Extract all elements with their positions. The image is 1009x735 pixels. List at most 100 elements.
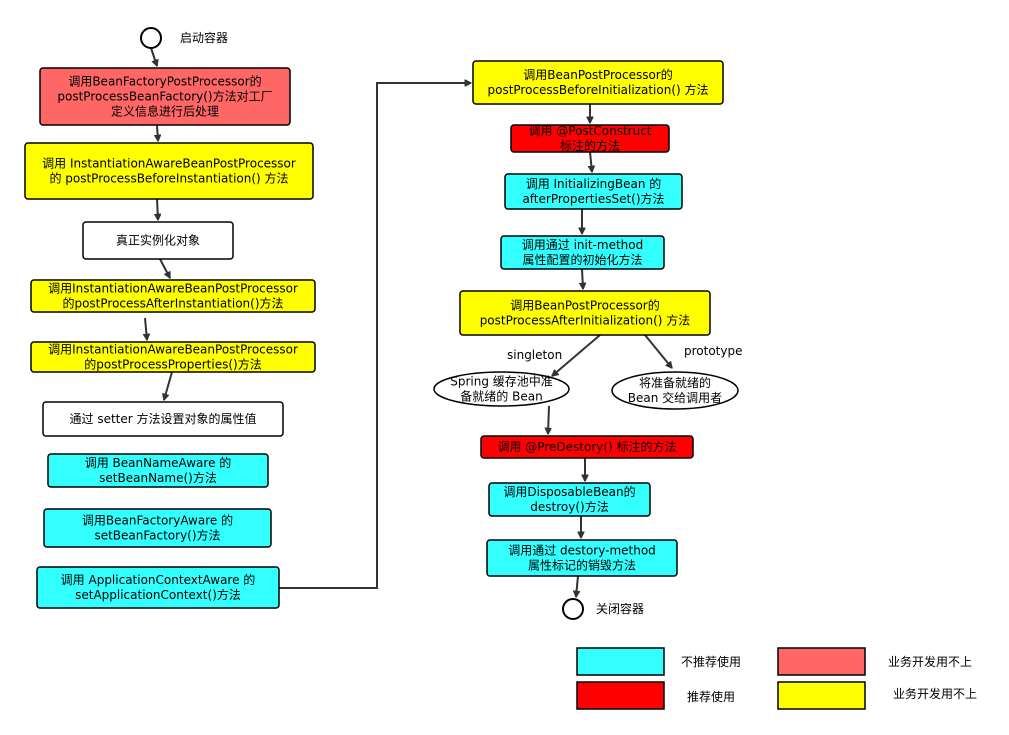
node-m7-shape xyxy=(488,482,651,517)
edge-label-prototype: prototype xyxy=(684,344,742,358)
node-m2-label-line: 调用 @PostConstruct xyxy=(528,124,651,138)
node-m2-label-line: 标注的方法 xyxy=(560,138,620,153)
legend-label: 不推荐使用 xyxy=(681,654,741,669)
edge-n2-to-n3 xyxy=(157,198,158,220)
node-n4-label-line: 的postProcessAfterInstantiation()方法 xyxy=(62,296,283,311)
node-e1-label-line: Spring 缓存池中准 xyxy=(450,374,553,389)
node-n6-shape xyxy=(42,401,284,437)
node-m7-label-line: destroy()方法 xyxy=(530,499,608,514)
node-n8-label-line: 调用BeanFactoryAware 的 xyxy=(82,513,233,528)
node-n4-label-line: 调用InstantiationAwareBeanPostProcessor xyxy=(48,282,298,296)
node-n4-shape xyxy=(30,279,316,313)
legend-item: 业务开发用不上 xyxy=(777,647,972,676)
edge-m8-to-end xyxy=(576,575,578,597)
node-m5-label-line: postProcessAfterInitialization() 方法 xyxy=(480,313,691,328)
node-m5-label-line: 调用BeanPostProcessor的 xyxy=(510,298,659,313)
node-m3-shape xyxy=(504,173,683,210)
node-n1: 调用BeanFactoryPostProcessor的postProcessBe… xyxy=(39,67,291,126)
node-n5-shape xyxy=(30,341,316,373)
node-n7-label-line: 调用 BeanNameAware 的 xyxy=(85,455,232,470)
node-m7-label-line: 调用DisposableBean的 xyxy=(503,484,635,499)
node-n3-shape xyxy=(82,221,234,260)
node-n9-shape xyxy=(36,566,280,609)
end-circle xyxy=(562,598,584,620)
node-n9: 调用 ApplicationContextAware 的setApplicati… xyxy=(36,566,280,609)
node-m6-shape xyxy=(480,435,694,459)
edge-m4-to-m5 xyxy=(582,268,583,289)
node-n2-label-line: 的 postProcessBeforeInstantiation() 方法 xyxy=(49,171,288,186)
edge-m5-to-e2 xyxy=(644,334,672,368)
edge-n4-to-n5 xyxy=(145,317,147,340)
node-n7-label-line: setBeanName()方法 xyxy=(99,470,217,485)
node-m5: 调用BeanPostProcessor的postProcessAfterInit… xyxy=(459,290,711,336)
start-circle xyxy=(140,27,162,49)
legend-label: 业务开发用不上 xyxy=(888,654,972,669)
node-n6: 通过 setter 方法设置对象的属性值 xyxy=(42,401,284,437)
legend-swatch xyxy=(777,681,866,710)
legend-item: 不推荐使用 xyxy=(576,647,741,676)
node-n2-label-line: 调用 InstantiationAwareBeanPostProcessor xyxy=(42,157,296,171)
node-m4-label-line: 调用通过 init-method xyxy=(522,238,643,252)
edge-n1-to-n2 xyxy=(157,124,158,141)
node-m6: 调用 @PreDestory() 标注的方法 xyxy=(480,435,694,459)
node-n1-shape xyxy=(39,67,291,126)
start-label: 启动容器 xyxy=(180,30,228,45)
end-label: 关闭容器 xyxy=(596,601,644,616)
node-e1-shape xyxy=(433,371,570,407)
node-n8-shape xyxy=(43,508,272,548)
node-n8-label-line: setBeanFactory()方法 xyxy=(94,528,220,543)
node-e2-label-line: 将准备就绪的 xyxy=(639,375,711,390)
edge-n9-to-m1 xyxy=(279,83,471,589)
node-n3: 真正实例化对象 xyxy=(82,221,234,260)
node-m1-label-line: postProcessBeforeInitialization() 方法 xyxy=(487,82,708,97)
node-m8-label-line: 调用通过 destory-method xyxy=(508,544,656,558)
node-e1-label-line: 备就绪的 Bean xyxy=(460,389,542,404)
legend-label: 推荐使用 xyxy=(687,689,735,704)
node-n3-label-line: 真正实例化对象 xyxy=(116,233,200,248)
nodes-layer: 调用BeanFactoryPostProcessor的postProcessBe… xyxy=(24,27,739,620)
edge-m5-to-e1 xyxy=(552,334,601,376)
node-m3: 调用 InitializingBean 的afterPropertiesSet(… xyxy=(504,173,683,210)
node-m1: 调用BeanPostProcessor的postProcessBeforeIni… xyxy=(472,60,724,105)
node-n7-shape xyxy=(47,453,269,488)
edge-e1-to-m6 xyxy=(548,405,549,434)
start-node: 启动容器 xyxy=(140,27,228,49)
node-e2-label-line: Bean 交给调用者 xyxy=(628,390,722,405)
node-m1-label-line: 调用BeanPostProcessor的 xyxy=(523,67,672,82)
legend-item: 推荐使用 xyxy=(576,681,735,710)
node-n1-label-line: postProcessBeanFactory()方法对工厂 xyxy=(57,89,272,104)
edges-layer xyxy=(145,47,672,597)
node-m6-label-line: 调用 @PreDestory() 标注的方法 xyxy=(497,439,676,454)
node-n1-label-line: 定义信息进行后处理 xyxy=(111,104,219,119)
node-n2: 调用 InstantiationAwareBeanPostProcessor的 … xyxy=(24,142,314,200)
node-m4-label-line: 属性配置的初始化方法 xyxy=(522,252,642,267)
legend-item: 业务开发用不上 xyxy=(777,681,977,710)
node-m3-label-line: 调用 InitializingBean 的 xyxy=(526,176,662,191)
node-n9-label-line: setApplicationContext()方法 xyxy=(75,587,241,602)
node-n4: 调用InstantiationAwareBeanPostProcessor的po… xyxy=(30,279,316,313)
node-m2-shape xyxy=(510,124,670,153)
node-m5-shape xyxy=(459,290,711,336)
node-n1-label-line: 调用BeanFactoryPostProcessor的 xyxy=(68,74,261,89)
edge-n5-to-n6 xyxy=(164,371,173,400)
legend-swatch xyxy=(576,681,665,710)
node-m1-shape xyxy=(472,60,724,105)
node-n5-label-line: 的postProcessProperties()方法 xyxy=(84,357,261,372)
legend-swatch xyxy=(576,647,665,676)
node-m8-label-line: 属性标记的销毁方法 xyxy=(528,558,636,573)
end-node: 关闭容器 xyxy=(562,598,644,620)
node-e2-shape xyxy=(611,371,739,410)
node-n2-shape xyxy=(24,142,314,200)
node-n9-label-line: 调用 ApplicationContextAware 的 xyxy=(61,572,256,587)
node-m3-label-line: afterPropertiesSet()方法 xyxy=(522,191,664,206)
node-n5-label-line: 调用InstantiationAwareBeanPostProcessor xyxy=(48,343,298,357)
